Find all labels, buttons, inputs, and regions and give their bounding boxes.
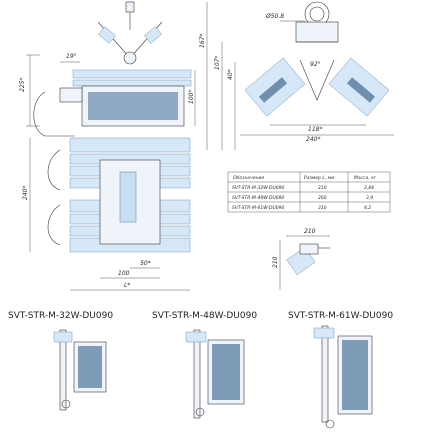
- dim-front-depth: 100*: [188, 90, 195, 104]
- table-header-size: Размер L, мм: [304, 175, 335, 181]
- top-view: 240* 50* 100 L*: [22, 137, 191, 291]
- dim-small-h: 210: [272, 256, 279, 268]
- model-illustration-48w: [185, 329, 245, 419]
- dim-top-100: 100: [118, 270, 130, 277]
- table-header-designation: Обозначение: [233, 175, 264, 181]
- dim-side-pipe: Ø50.8: [265, 13, 284, 20]
- table-cell: 3,9: [366, 195, 373, 201]
- front-view: 225* 100* 19°: [19, 1, 196, 137]
- small-bracket-view: 210 210: [272, 228, 330, 290]
- dim-small-w: 210: [304, 228, 316, 235]
- dim-top-L: L*: [124, 282, 130, 289]
- spec-table: Обозначение Размер L, мм Масса, кг SVT-S…: [227, 171, 391, 213]
- dim-side-h2: 107*: [214, 56, 221, 70]
- dim-front-angle: 19°: [66, 53, 77, 60]
- table-cell: SVT-STR-M-32W-DU090: [232, 185, 284, 191]
- dim-side-h1: 167*: [199, 34, 206, 48]
- dim-side-h3: 40*: [227, 69, 234, 80]
- led-array-front: [88, 92, 178, 120]
- table-cell: 2,84: [364, 185, 374, 191]
- dim-top-50: 50*: [140, 260, 151, 267]
- model-illustration-32w: [53, 329, 107, 411]
- table-header-mass: Масса, кг: [354, 175, 377, 181]
- dim-side-inner-w: 118*: [308, 126, 322, 133]
- dim-top-height: 240*: [22, 186, 29, 200]
- model-title-48w: SVT-STR-M-48W-DU090: [152, 311, 257, 321]
- table-cell: SVT-STR-M-48W-DU090: [232, 195, 284, 201]
- table-cell: 260: [318, 195, 327, 201]
- table-cell: 210: [318, 185, 327, 191]
- model-illustration-61w: [313, 325, 373, 429]
- dim-side-total-w: 240*: [306, 136, 320, 143]
- side-view: Ø50.8 167* 107* 40* 92° 118* 240*: [199, 1, 394, 150]
- dim-side-angle: 92°: [310, 61, 321, 68]
- table-cell: SVT-STR-M-61W-DU090: [232, 205, 284, 211]
- model-title-61w: SVT-STR-M-61W-DU090: [288, 311, 393, 321]
- table-cell: 310: [318, 205, 327, 211]
- table-cell: 4,2: [364, 205, 371, 211]
- model-title-32w: SVT-STR-M-32W-DU090: [8, 311, 113, 321]
- dim-front-height: 225*: [19, 78, 26, 92]
